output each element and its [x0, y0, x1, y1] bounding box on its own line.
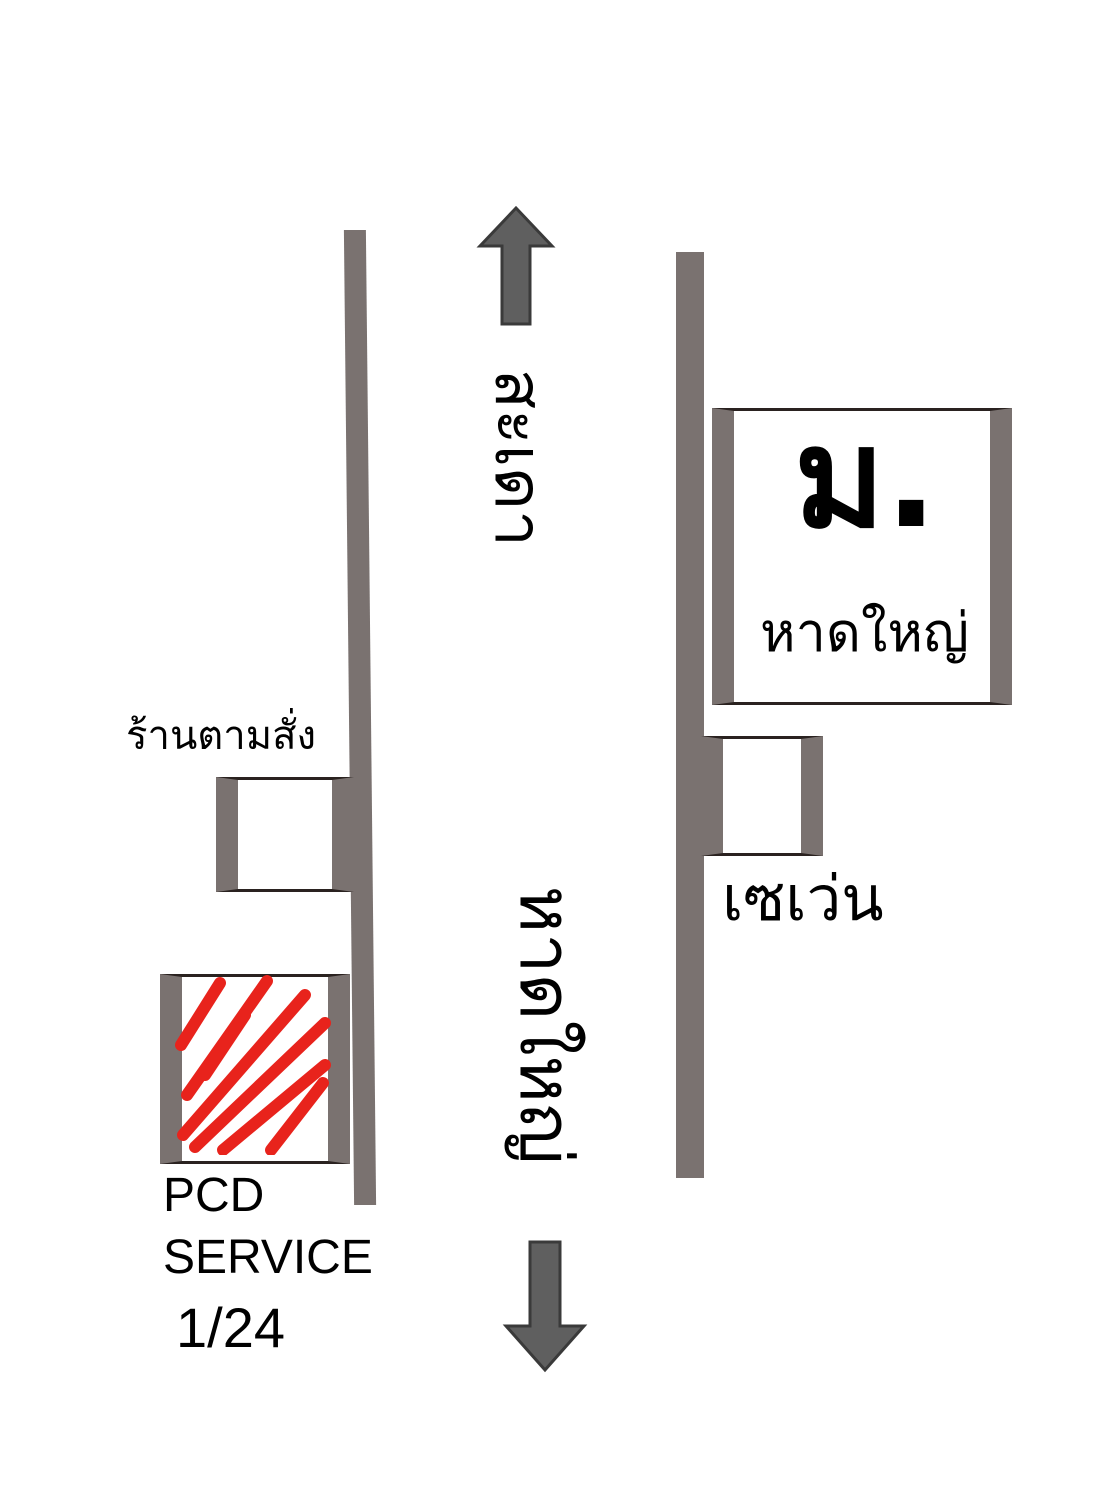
tam-sang-label: ร้านตามสั่ง [126, 713, 317, 759]
pcd-service-name-line1: PCD [163, 1169, 265, 1222]
road-label-south: หาดใหญ่ [504, 885, 588, 1165]
highlight-scribble [175, 975, 331, 1155]
road-label-north: สะเดา [480, 368, 557, 548]
seven-eleven-label: เซเว่น [722, 862, 884, 935]
seven-eleven-building [701, 736, 823, 856]
tam-sang-building [216, 777, 354, 892]
pcd-service-name-line2: SERVICE [163, 1231, 373, 1284]
right-road-line [676, 252, 704, 1178]
university-sublabel: หาดใหญ่ [760, 601, 969, 664]
arrow-down-icon [502, 1240, 588, 1373]
pcd-service-number: 1/24 [176, 1296, 285, 1359]
arrow-up-icon [476, 205, 556, 326]
university-mark: ม. [794, 398, 938, 559]
university-building [712, 408, 1012, 705]
